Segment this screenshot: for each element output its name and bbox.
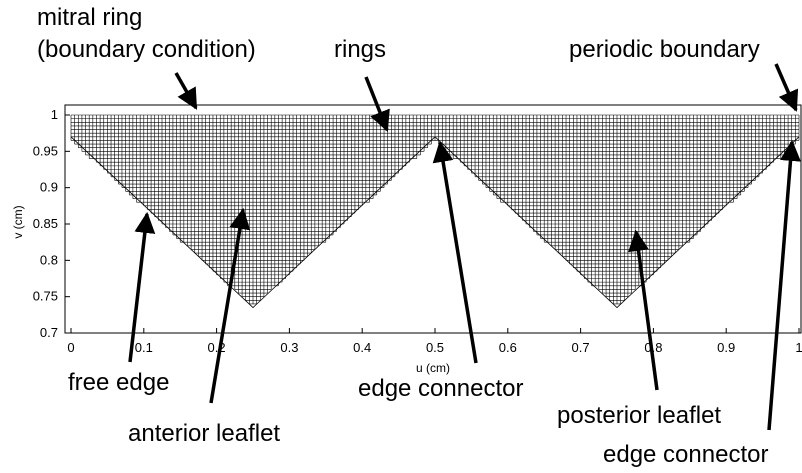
arrow-anterior-leaflet: [209, 207, 251, 404]
y-tick-label: 0.7: [40, 325, 58, 340]
y-tick-label: 0.95: [33, 143, 58, 158]
label-periodic-boundary: periodic boundary: [569, 36, 760, 63]
arrow-free-edge: [128, 211, 156, 363]
label-rings: rings: [334, 36, 386, 63]
label-anterior-leaflet: anterior leaflet: [128, 420, 280, 447]
arrow-mitral-ring: [174, 72, 198, 110]
x-axis-label: u (cm): [416, 361, 450, 375]
x-tick-label: 0: [67, 340, 74, 355]
x-tick-label: 0.1: [135, 340, 153, 355]
label-mitral-ring: mitral ring: [37, 4, 142, 31]
y-tick-label: 0.9: [40, 180, 58, 195]
y-tick-label: 0.8: [40, 252, 58, 267]
axis-ticks: 0 0.1 0.2 0.3 0.4 0.5 0.6 0.7 0.8 0.9 1 0.7 0.75 0.8 0…: [33, 107, 802, 355]
x-tick-label: 0.5: [426, 340, 444, 355]
posterior-leaflet-outline: [434, 136, 800, 309]
x-tick-label: 0.2: [208, 340, 226, 355]
x-tick-label: 0.3: [280, 340, 298, 355]
x-tick-label: 0.6: [499, 340, 517, 355]
arrow-periodic-boundary: [774, 63, 799, 112]
y-tick-label: 1: [51, 107, 58, 122]
arrow-rings: [364, 76, 390, 132]
arrow-edge-connector-center: [432, 140, 478, 364]
y-tick-label: 0.75: [33, 289, 58, 304]
leaflet-mesh: [70, 114, 800, 309]
arrow-posterior-leaflet: [628, 229, 659, 391]
x-tick-label: 0.9: [717, 340, 735, 355]
y-tick-label: 0.85: [33, 216, 58, 231]
x-tick-label: 1: [795, 340, 802, 355]
x-tick-label: 0.7: [572, 340, 590, 355]
label-boundary-condition: (boundary condition): [37, 36, 256, 63]
plot-frame: [64, 104, 802, 334]
x-tick-label: 0.4: [353, 340, 371, 355]
y-axis-label: v (cm): [11, 205, 25, 238]
x-tick-label: 0.8: [644, 340, 662, 355]
anterior-leaflet-outline: [70, 136, 436, 309]
label-free-edge: free edge: [68, 369, 169, 396]
annotation-arrows: [128, 63, 801, 431]
mesh-grid-lines: [70, 114, 800, 305]
label-edge-connector-right: edge connector: [603, 441, 768, 468]
label-edge-connector-center: edge connector: [358, 375, 523, 402]
arrow-edge-connector-right: [767, 139, 801, 431]
label-posterior-leaflet: posterior leaflet: [557, 402, 721, 429]
